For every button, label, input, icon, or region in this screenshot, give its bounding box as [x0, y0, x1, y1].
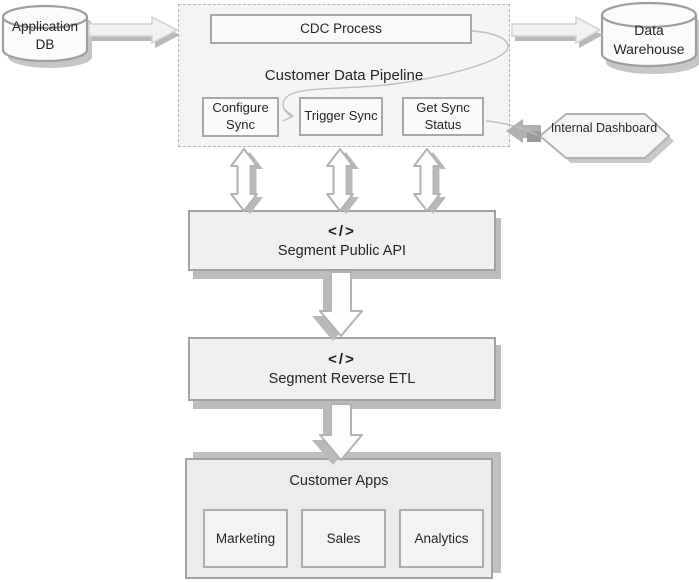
code-icon: </> — [328, 222, 356, 240]
arrow-dashboard-to-pipeline — [506, 119, 541, 143]
segment-reverse-etl-box: </> Segment Reverse ETL — [188, 337, 496, 401]
data-warehouse-label: Data Warehouse — [613, 22, 685, 57]
arrow-api-to-etl — [312, 271, 363, 341]
double-arrow-trigger-api — [326, 148, 359, 214]
double-arrow-configure-api — [230, 148, 263, 214]
configure-sync-box: Configure Sync — [202, 97, 279, 137]
customer-apps-container: Customer Apps Marketing Sales Analytics — [185, 458, 493, 579]
double-arrow-status-api — [413, 148, 446, 214]
application-db-label: Application DB — [11, 19, 79, 53]
code-icon: </> — [328, 351, 356, 368]
sales-box: Sales — [301, 509, 386, 568]
segment-public-api-label: Segment Public API — [277, 242, 407, 259]
arrow-pipeline-to-warehouse — [511, 15, 603, 48]
arrow-etl-to-apps — [312, 403, 363, 465]
segment-public-api-box: </> Segment Public API — [188, 210, 496, 271]
internal-dashboard-label: Internal Dashboard — [550, 121, 658, 135]
segment-reverse-etl-label: Segment Reverse ETL — [268, 371, 416, 387]
analytics-box: Analytics — [399, 509, 484, 568]
cdc-process-box: CDC Process — [210, 14, 472, 44]
get-sync-status-box: Get Sync Status — [402, 97, 484, 136]
arrow-db-to-pipeline — [88, 15, 180, 48]
customer-apps-title: Customer Apps — [289, 473, 389, 489]
trigger-sync-box: Trigger Sync — [299, 97, 383, 136]
pipeline-title: Customer Data Pipeline — [264, 67, 424, 84]
marketing-box: Marketing — [203, 509, 288, 568]
